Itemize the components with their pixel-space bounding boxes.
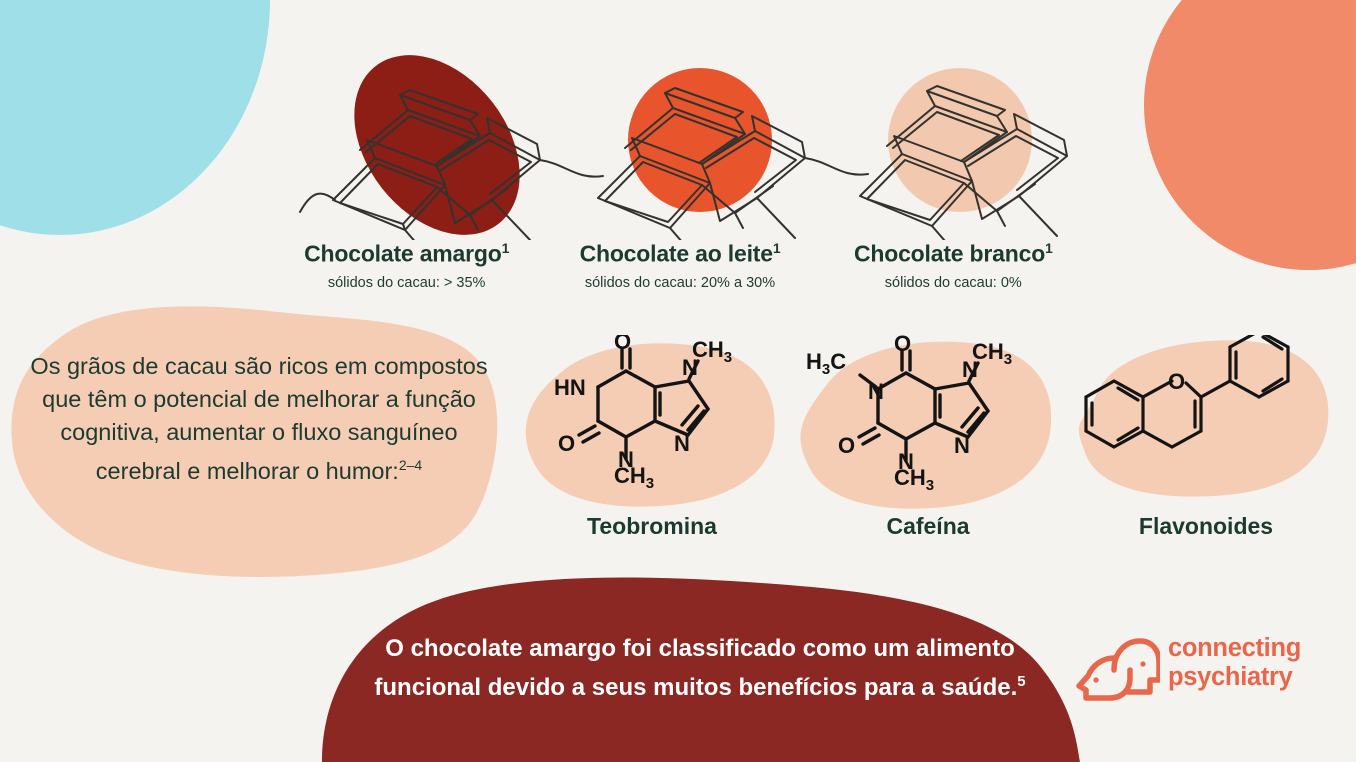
- intro-text: Os grãos de cacau são ricos em compostos…: [30, 350, 488, 488]
- atom-label-N: N: [682, 355, 698, 380]
- caption-title: Chocolate ao leite1: [543, 240, 816, 268]
- intro-text-body: Os grãos de cacau são ricos em compostos…: [30, 353, 488, 484]
- chocolate-illustration-row: [0, 40, 1356, 240]
- atom-label-N: N: [954, 433, 970, 458]
- atom-label-O: O: [838, 433, 855, 458]
- flavonoids-structure: O: [1084, 335, 1290, 449]
- caption-title-ref: 1: [1045, 240, 1053, 256]
- atom-label-N: N: [674, 431, 690, 456]
- atom-label-O: O: [1168, 369, 1185, 394]
- caption-title: Chocolate amargo1: [270, 240, 543, 268]
- atom-label-HN: HN: [554, 375, 586, 400]
- caption-milk-chocolate: Chocolate ao leite1 sólidos do cacau: 20…: [543, 240, 816, 291]
- atom-label-N: N: [618, 447, 634, 472]
- logo-line-1: connecting: [1168, 634, 1302, 662]
- logo-wordmark: connecting psychiatry: [1168, 634, 1301, 692]
- caption-title-ref: 1: [501, 240, 510, 256]
- caffeine-structure: O O N N N N H3C CH3 CH3: [806, 335, 1012, 494]
- caption-title-text: Chocolate ao leite: [579, 240, 773, 267]
- caption-white-chocolate: Chocolate branco1 sólidos do cacau: 0%: [817, 240, 1090, 291]
- two-heads-icon: [1076, 638, 1160, 701]
- banner-text: O chocolate amargo foi classificado como…: [360, 632, 1040, 704]
- white-chocolate-lineart: [859, 85, 1068, 240]
- atom-label-N: N: [962, 357, 978, 382]
- atom-label-CH3: CH3: [692, 337, 732, 366]
- caption-subtitle: sólidos do cacau: > 35%: [327, 274, 486, 291]
- caption-title: Chocolate branco1: [817, 240, 1090, 268]
- logo-line-2: psychiatry: [1168, 663, 1293, 691]
- dark-chocolate-blob: [354, 55, 520, 235]
- atom-label-N: N: [868, 379, 884, 404]
- white-chocolate-blob: [888, 68, 1032, 212]
- atom-label-H3C: H3C: [806, 349, 846, 378]
- atom-label-CH3: CH3: [972, 339, 1012, 368]
- atom-label-O: O: [558, 431, 575, 456]
- caption-subtitle: sólidos do cacau: 0%: [884, 274, 1022, 291]
- atom-label-O: O: [614, 335, 631, 354]
- banner-text-body: O chocolate amargo foi classificado como…: [374, 635, 1018, 701]
- caffeine-blob-shape: [800, 341, 1052, 509]
- banner-shape: [322, 577, 1080, 762]
- theobromine-structure: O O HN N N N CH3 CH3: [554, 335, 732, 492]
- molecule-label: Flavonoides: [1138, 513, 1274, 539]
- intro-blob-shape: [11, 306, 498, 577]
- molecule-label: Teobromina: [587, 513, 717, 539]
- caption-subtitle: sólidos do cacau: 20% a 30%: [584, 274, 776, 291]
- intro-paragraph-block: Os grãos de cacau são ricos em compostos…: [8, 296, 508, 584]
- caption-title-text: Chocolate branco: [853, 240, 1046, 267]
- molecule-flavonoids: O Flavonoides: [1076, 335, 1336, 550]
- atom-label-O: O: [894, 335, 911, 356]
- caption-title-ref: 1: [772, 240, 781, 256]
- molecule-label: Cafeína: [886, 513, 970, 539]
- intro-text-ref: 2–4: [398, 457, 423, 473]
- milk-chocolate-blob: [628, 68, 772, 212]
- molecule-theobromine: O O HN N N N CH3 CH3 Teobromina: [522, 335, 782, 550]
- atom-label-CH3: CH3: [894, 465, 934, 494]
- caption-title-text: Chocolate amargo: [304, 240, 502, 267]
- highlight-banner: O chocolate amargo foi classificado como…: [300, 570, 1100, 762]
- caption-dark-chocolate: Chocolate amargo1 sólidos do cacau: > 35…: [270, 240, 543, 291]
- milk-chocolate-lineart: [597, 87, 869, 240]
- brand-logo: connecting psychiatry: [1070, 634, 1342, 704]
- banner-text-ref: 5: [1017, 673, 1026, 690]
- atom-label-N: N: [898, 449, 914, 474]
- molecule-caffeine: O O N N N N H3C CH3 CH3 Cafeína: [798, 335, 1058, 550]
- chocolate-captions: Chocolate amargo1 sólidos do cacau: > 35…: [270, 240, 1090, 291]
- atom-label-CH3: CH3: [614, 463, 654, 492]
- dark-chocolate-lineart: [332, 89, 604, 240]
- flavonoids-blob-shape: [1078, 340, 1329, 497]
